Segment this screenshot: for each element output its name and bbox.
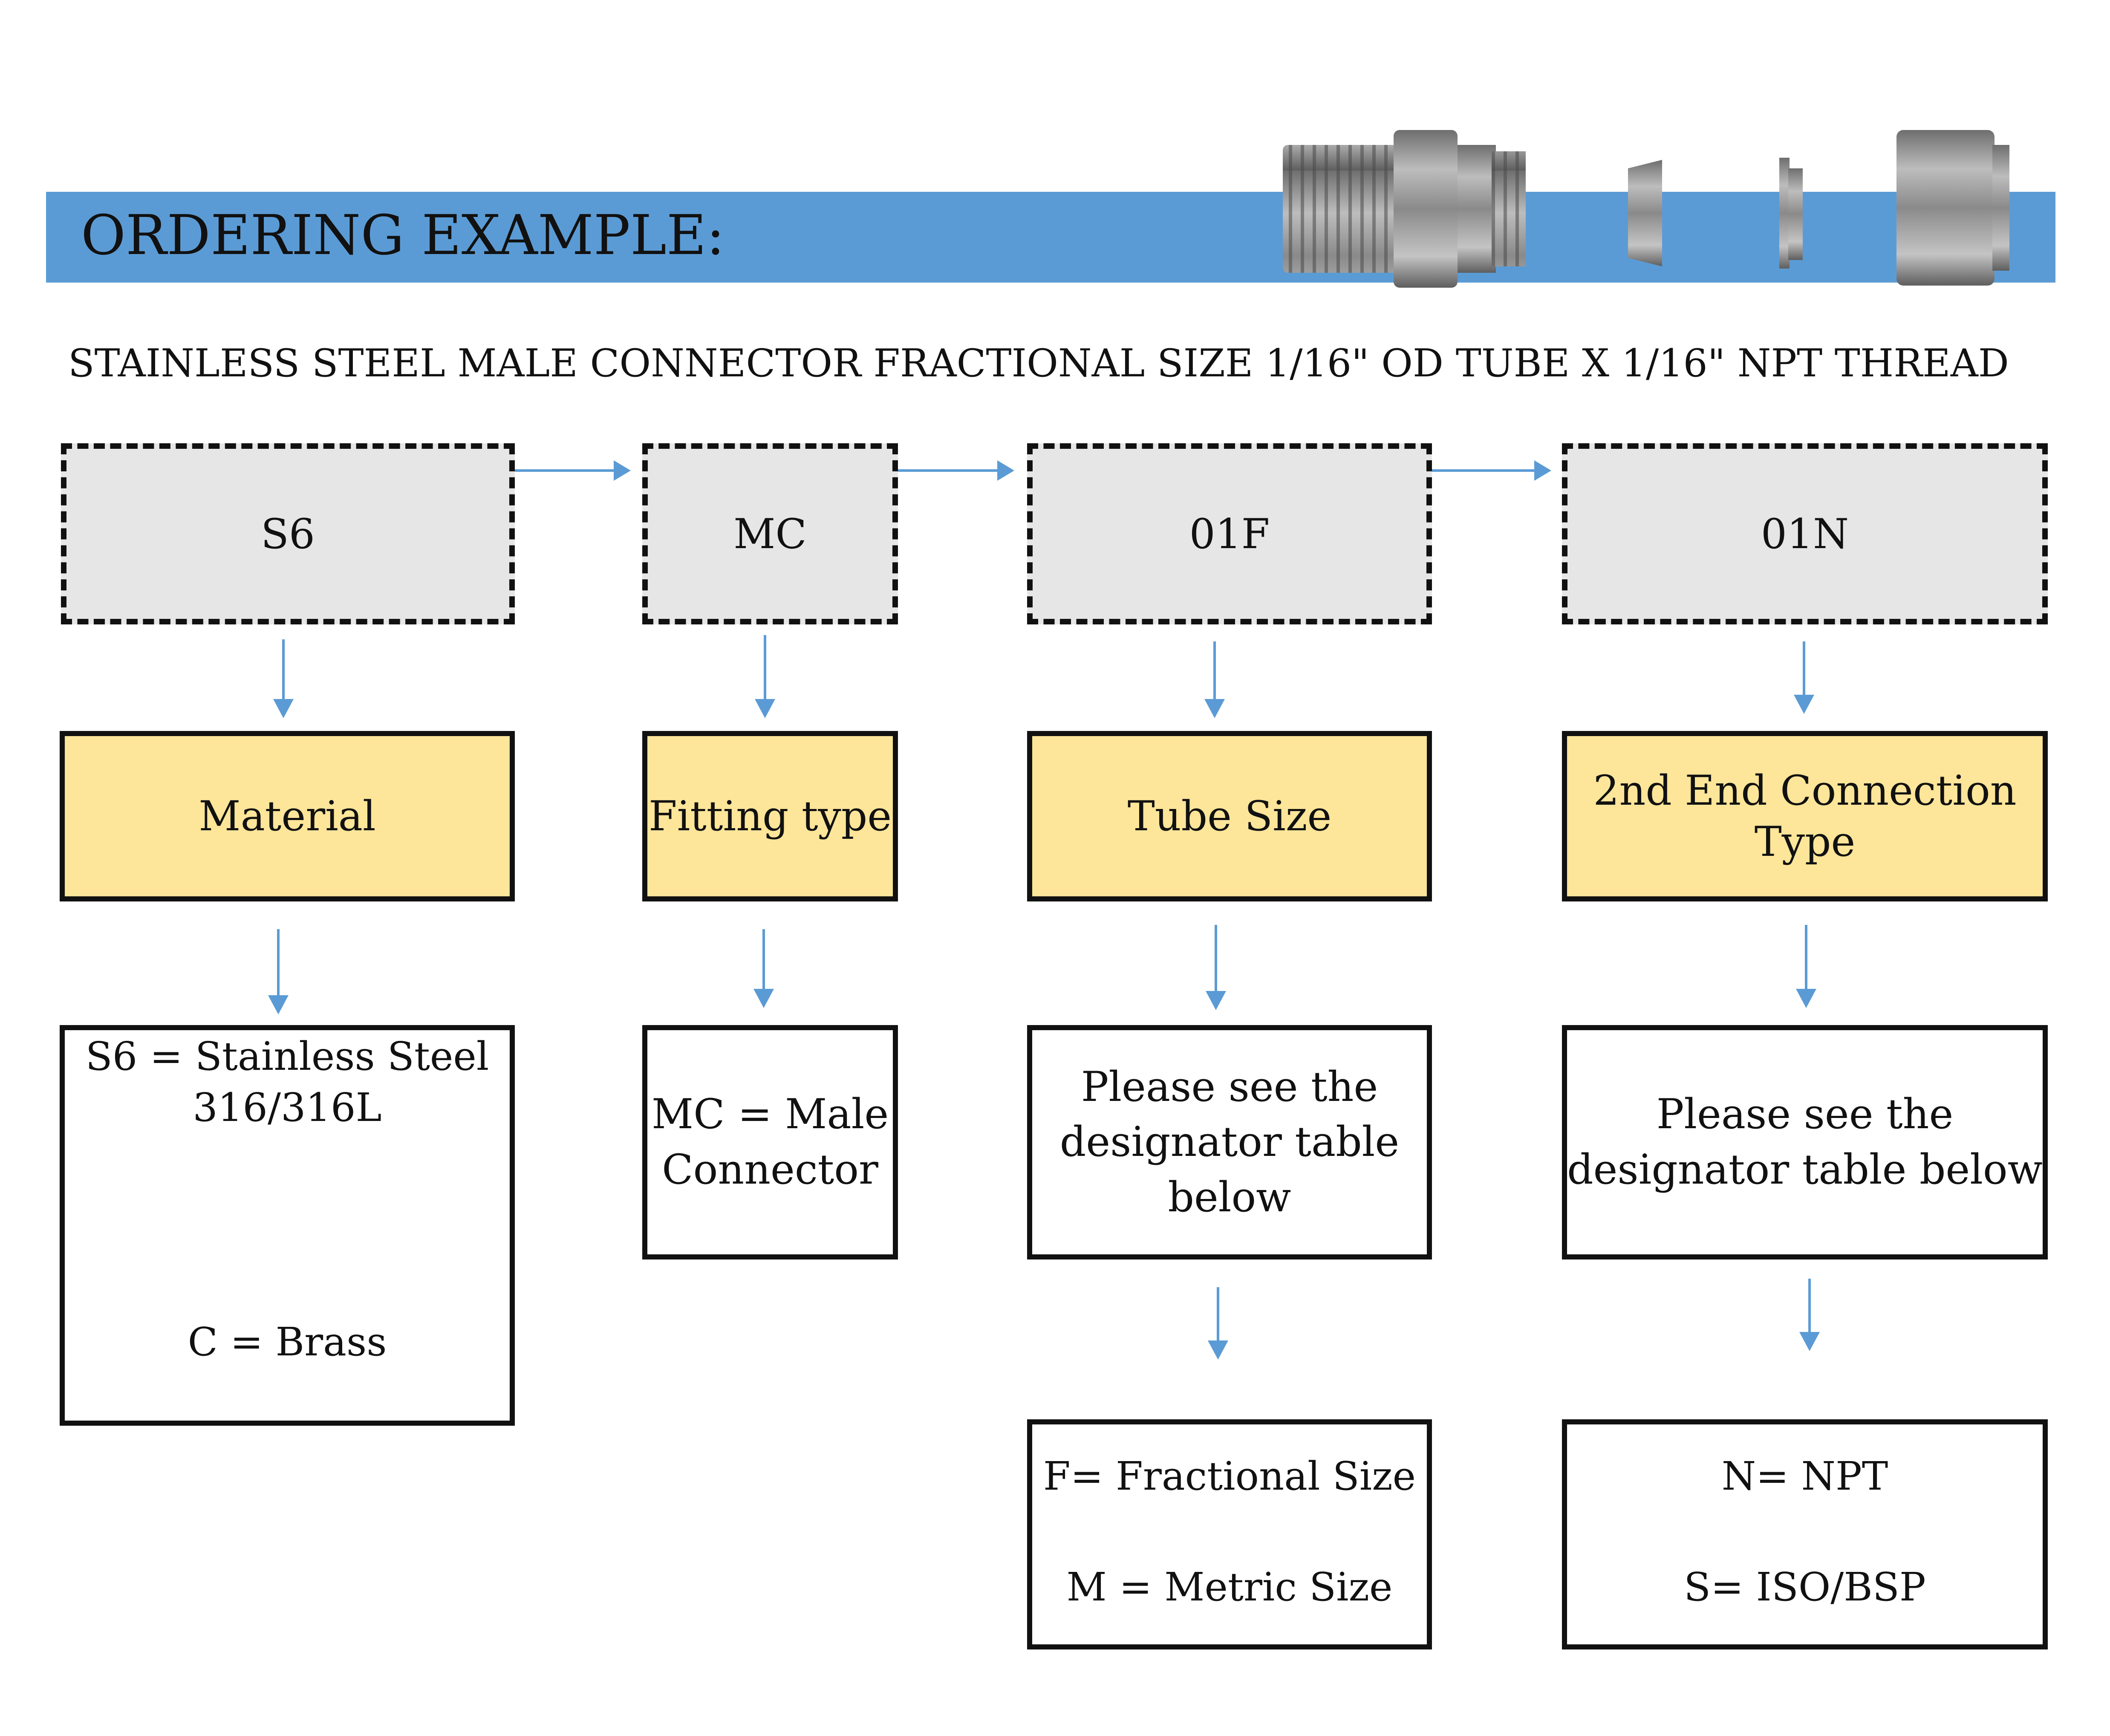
tube-desc-line1: Please see the (1081, 1063, 1378, 1111)
end-desc-line1: Please see the (1656, 1090, 1954, 1138)
option-npt: N= NPT (1721, 1453, 1888, 1499)
product-description: STAINLESS STEEL MALE CONNECTOR FRACTIONA… (68, 341, 2009, 386)
option-iso-bsp: S= ISO/BSP (1684, 1564, 1926, 1610)
end-desc-line2: designator table below (1567, 1146, 2043, 1193)
option-fractional: F= Fractional Size (1043, 1453, 1416, 1499)
fitting-desc-line2: Connector (662, 1146, 878, 1193)
code-tube-size: 01F (1189, 510, 1270, 558)
category-end-connection: 2nd End Connection Type (1562, 731, 2048, 901)
category-material: Material (60, 731, 515, 901)
connector-illustration (1283, 130, 2009, 288)
description-tube-size: Please see the designator table below (1027, 1025, 1432, 1259)
code-box-fitting-type: MC (642, 443, 898, 624)
fitting-body-icon (1283, 130, 1526, 288)
category-tube-size: Tube Size (1027, 731, 1432, 901)
material-stainless-line2: 316/316L (193, 1085, 382, 1130)
category-end-connection-line1: 2nd End Connection (1593, 767, 2017, 815)
code-box-tube-size: 01F (1027, 443, 1432, 624)
code-fitting-type: MC (733, 510, 807, 558)
material-stainless-line1: S6 = Stainless Steel (85, 1034, 489, 1079)
code-box-material: S6 (61, 443, 515, 624)
tube-desc-line2: designator table (1059, 1118, 1400, 1166)
option-metric: M = Metric Size (1066, 1564, 1393, 1610)
material-brass: C = Brass (188, 1319, 387, 1365)
front-ferrule-icon (1628, 160, 1662, 266)
fitting-desc-line1: MC = Male (651, 1090, 889, 1138)
code-box-end-connection: 01N (1562, 443, 2048, 624)
code-material: S6 (261, 510, 315, 558)
description-material: S6 = Stainless Steel 316/316L C = Brass (60, 1025, 515, 1426)
tube-desc-line3: below (1168, 1173, 1291, 1221)
category-fitting-type-label: Fitting type (648, 792, 892, 840)
options-end-connection: N= NPT S= ISO/BSP (1562, 1419, 2048, 1649)
code-end-connection: 01N (1761, 510, 1849, 558)
category-end-connection-line2: Type (1754, 818, 1856, 866)
back-ferrule-icon (1779, 158, 1803, 269)
options-tube-size: F= Fractional Size M = Metric Size (1027, 1419, 1432, 1649)
nut-icon (1896, 130, 2009, 286)
category-material-label: Material (199, 792, 376, 840)
category-tube-size-label: Tube Size (1127, 792, 1332, 840)
description-fitting-type: MC = Male Connector (642, 1025, 898, 1259)
banner-title: ORDERING EXAMPLE: (81, 204, 725, 267)
description-end-connection: Please see the designator table below (1562, 1025, 2048, 1259)
header-banner (46, 192, 2055, 283)
category-fitting-type: Fitting type (642, 731, 898, 901)
